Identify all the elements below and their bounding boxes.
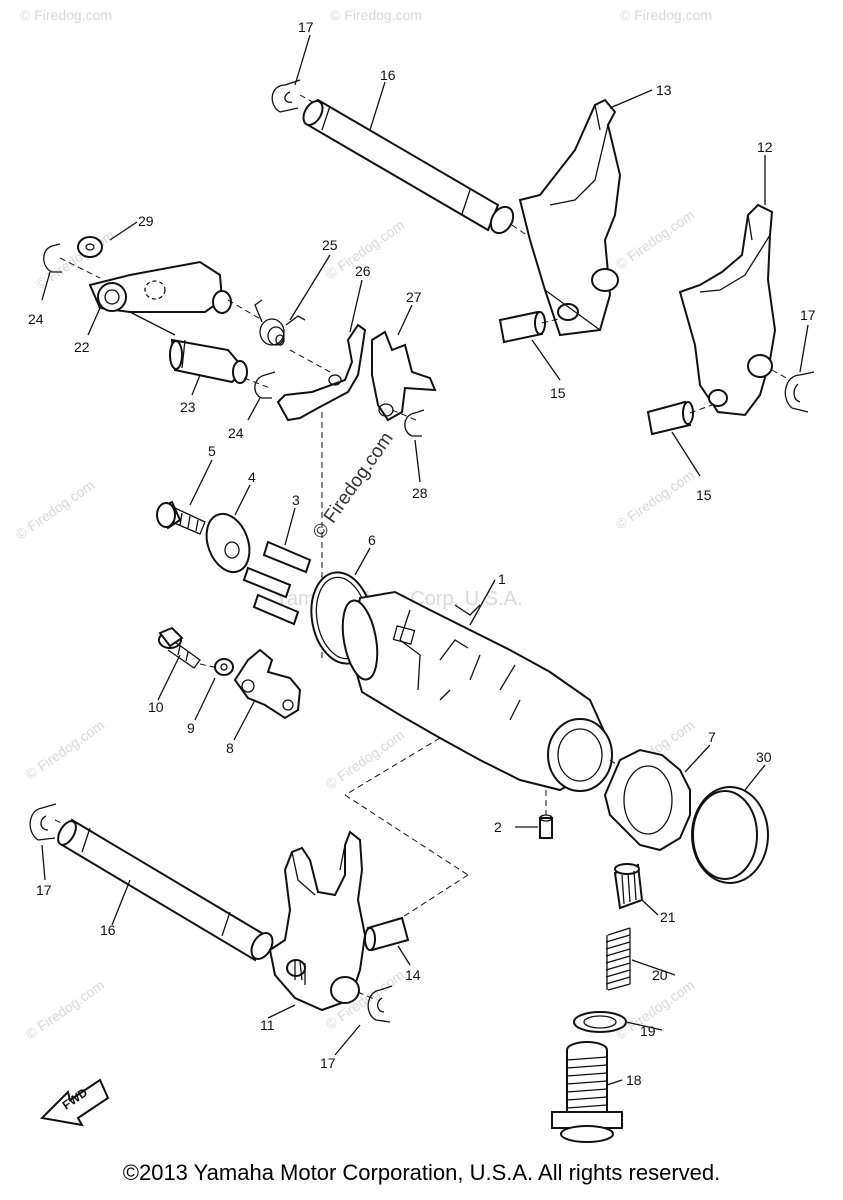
shift-lever-assembly	[43, 236, 276, 399]
callout-1: 1	[498, 571, 506, 587]
callout-16-lower: 16	[100, 922, 116, 938]
stopper-plate-7	[603, 748, 691, 852]
shift-fork-12	[678, 203, 815, 417]
shift-fork-13	[518, 98, 622, 337]
guide-pin-14	[364, 916, 411, 966]
callout-24-left: 24	[28, 311, 44, 327]
leader-lines	[41, 34, 809, 1086]
callout-12: 12	[757, 139, 773, 155]
cover-30	[691, 786, 769, 884]
return-spring-25	[254, 299, 306, 346]
callout-15-upper: 15	[550, 385, 566, 401]
callout-6: 6	[368, 532, 376, 548]
callout-11: 11	[260, 1017, 275, 1033]
callout-17-top: 17	[298, 19, 314, 35]
lower-shift-shaft	[29, 803, 286, 962]
callout-23: 23	[180, 399, 196, 415]
dowel-pin-2	[515, 790, 553, 839]
callout-25: 25	[322, 237, 338, 253]
spring-20	[605, 927, 631, 991]
watermark: © Firedog.com	[620, 7, 712, 23]
callout-29: 29	[138, 213, 154, 229]
callout-17-bottom: 17	[320, 1055, 336, 1071]
segment-plate-4	[205, 512, 251, 574]
callout-8: 8	[226, 740, 234, 756]
shift-arm-26	[276, 323, 367, 660]
washer-9	[214, 658, 234, 676]
plug-bolt-18	[551, 1041, 623, 1143]
shift-plate-27	[371, 330, 437, 437]
watermark: © Firedog.com	[330, 7, 422, 23]
watermark: © Firedog.com	[23, 977, 108, 1043]
callout-24-center: 24	[228, 425, 244, 441]
callout-2: 2	[494, 819, 502, 835]
washer-19	[573, 1011, 627, 1033]
guide-pin-15-lower	[646, 400, 713, 477]
callout-9: 9	[187, 720, 195, 736]
callout-5: 5	[208, 443, 216, 459]
callout-30: 30	[756, 749, 772, 765]
watermark: © Firedog.com	[13, 477, 98, 543]
callout-4: 4	[248, 469, 256, 485]
callout-21: 21	[660, 909, 676, 925]
callout-27: 27	[406, 289, 422, 305]
guide-pin-15-upper	[498, 310, 563, 381]
callout-14: 14	[405, 967, 421, 983]
callout-7: 7	[708, 729, 716, 745]
part-callouts: 1 2 3 4 5 6 7 8 9 10 11 12 13 14 15 15 1…	[28, 19, 816, 1088]
callout-26: 26	[355, 263, 371, 279]
upper-shift-shaft	[271, 79, 601, 286]
callout-3: 3	[292, 492, 300, 508]
screw-10	[158, 626, 219, 669]
watermark: © Firedog.com	[613, 207, 698, 273]
watermark: © Firedog.com	[23, 717, 108, 783]
callout-19: 19	[640, 1023, 656, 1039]
watermark: © Firedog.com	[323, 727, 408, 793]
callout-13: 13	[656, 82, 672, 98]
pins-3	[242, 540, 312, 626]
shift-fork-11	[268, 830, 393, 1023]
callout-22: 22	[74, 339, 90, 355]
copyright-footer: ©2013 Yamaha Motor Corporation, U.S.A. A…	[122, 1160, 721, 1185]
fwd-arrow-icon: FWD	[39, 1078, 110, 1127]
watermark: © Firedog.com	[20, 7, 112, 23]
screw-5	[156, 500, 206, 535]
shift-cam-1	[341, 590, 656, 792]
stopper-lever-8	[233, 648, 302, 720]
callout-18: 18	[626, 1072, 642, 1088]
callout-17-left: 17	[36, 882, 52, 898]
watermark: © Firedog.com	[613, 467, 698, 533]
callout-15-lower: 15	[696, 487, 712, 503]
callout-28: 28	[412, 485, 428, 501]
stopper-21	[613, 863, 644, 910]
callout-20: 20	[652, 967, 668, 983]
callout-10: 10	[148, 699, 164, 715]
callout-16-upper: 16	[380, 67, 396, 83]
callout-17-right: 17	[800, 307, 816, 323]
